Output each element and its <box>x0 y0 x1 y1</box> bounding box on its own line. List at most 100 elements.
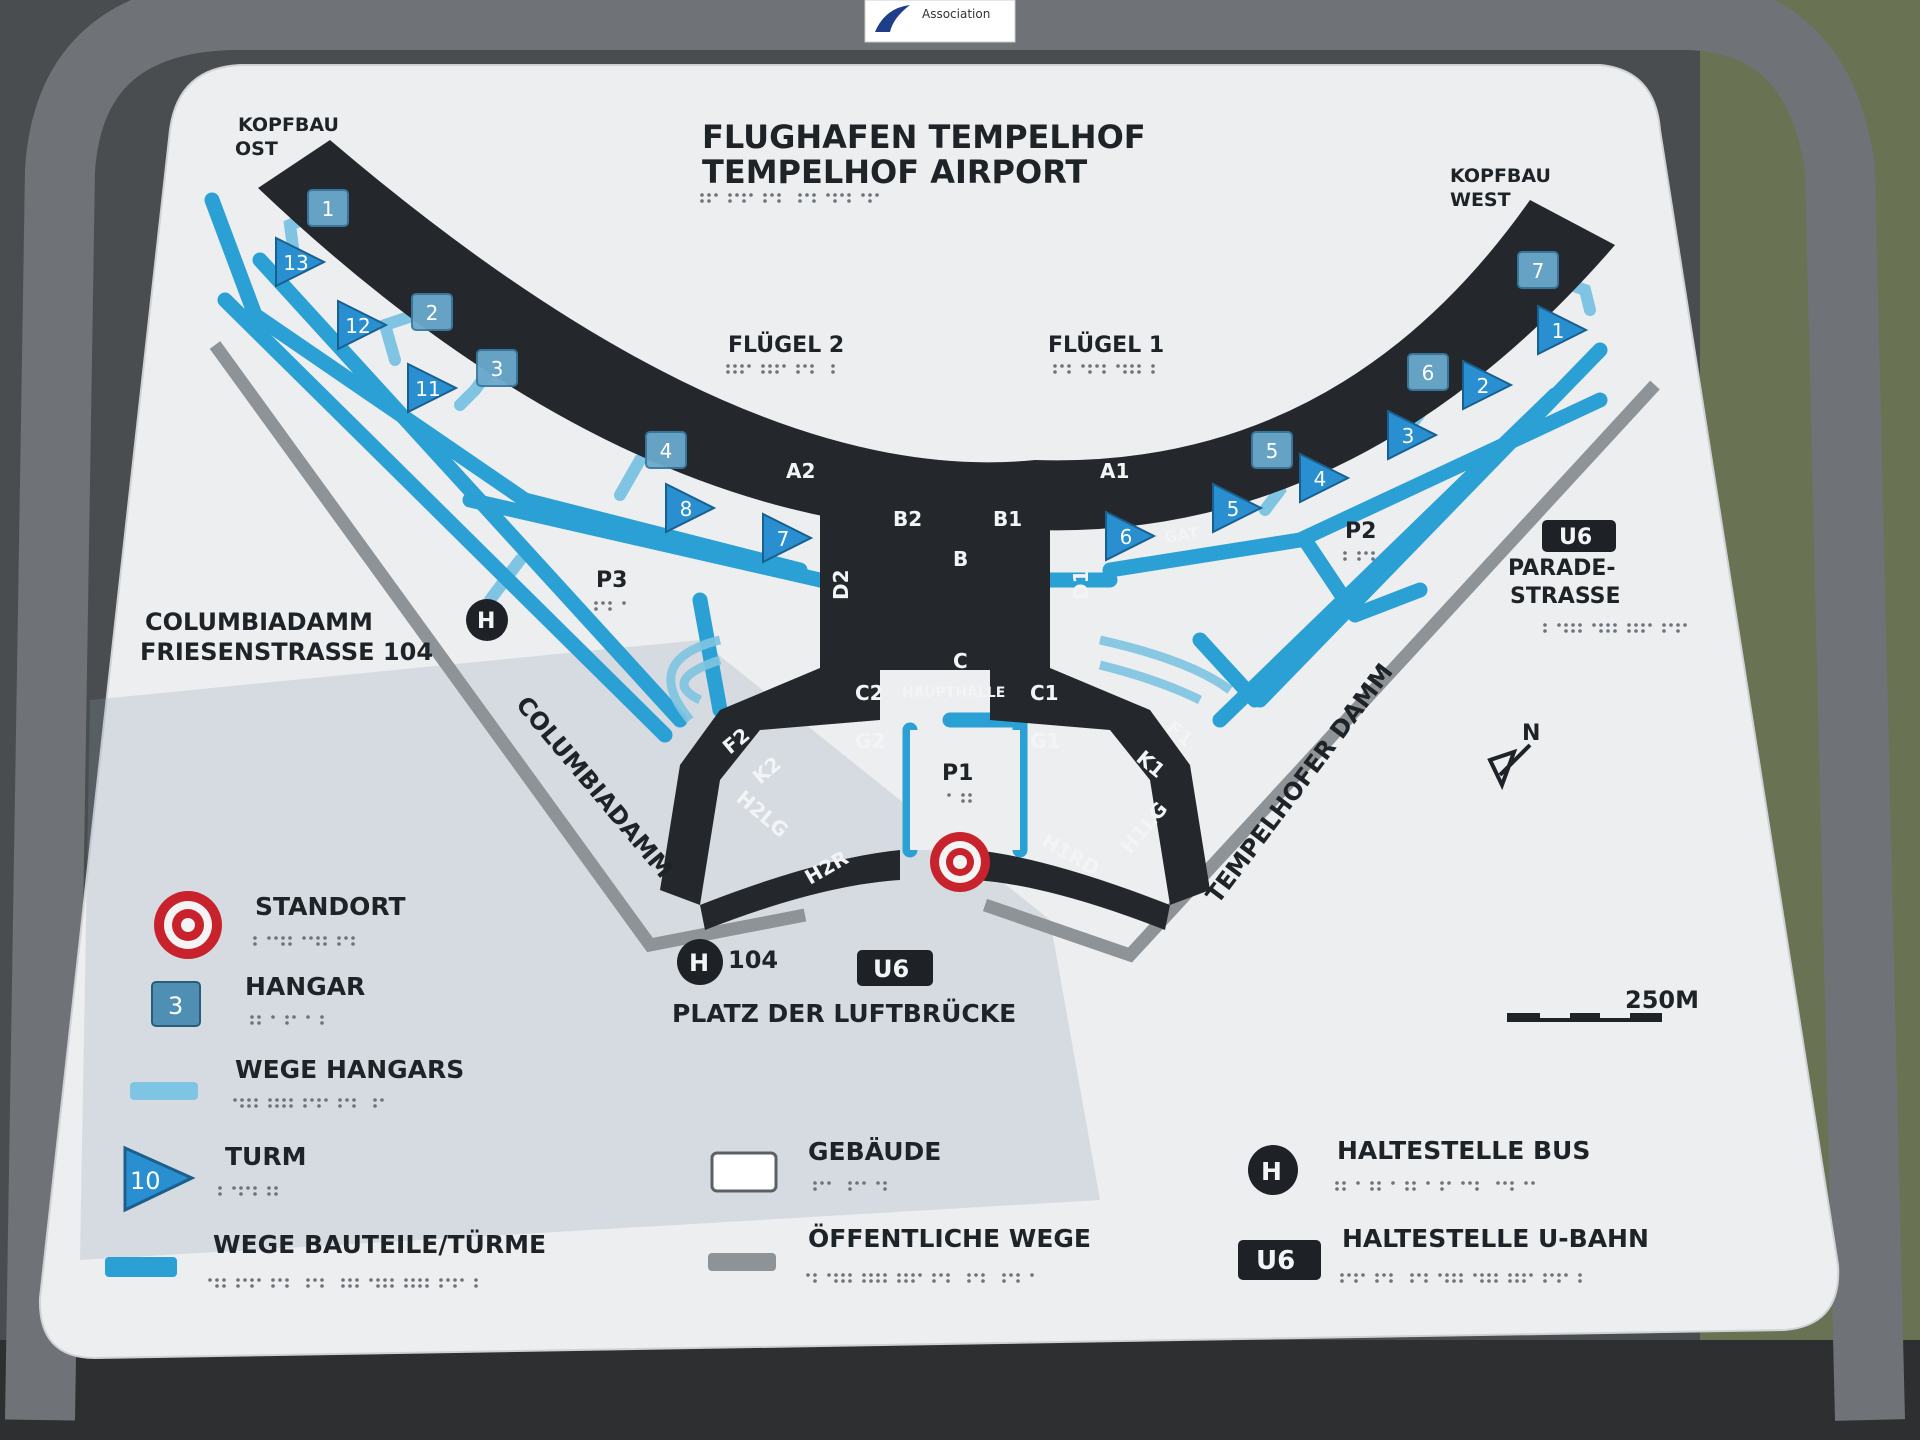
tower-marker: 6 <box>1105 510 1157 562</box>
street-platz-der-luftbruecke: PLATZ DER LUFTBRÜCKE <box>672 998 1016 1028</box>
tower-marker: 4 <box>1299 452 1351 504</box>
tower-label: 4 <box>1314 467 1327 491</box>
label-gat: GAT <box>1163 523 1201 547</box>
tower-marker: 12 <box>337 299 389 351</box>
street-columbiadamm-line1: COLUMBIADAMM <box>145 608 373 636</box>
legend-turm-sample: 10 <box>130 1167 161 1195</box>
hangar-label: 3 <box>491 357 504 381</box>
legend-oeffentliche-label: ÖFFENTLICHE WEGE <box>808 1223 1091 1253</box>
tower-label: 12 <box>345 314 370 338</box>
tower-marker: 7 <box>762 512 814 564</box>
hangar-label: 5 <box>1266 439 1279 463</box>
street-friesenstrasse-line2: FRIESENSTRASSE 104 <box>140 638 433 666</box>
hangar-marker: 4 <box>645 431 687 469</box>
label-b2: B2 <box>893 507 922 531</box>
hangar-marker: 2 <box>411 293 453 331</box>
legend-standort-icon <box>154 891 222 959</box>
street-parade-line2: STRASSE <box>1510 584 1621 609</box>
street-parade-line1: PARADE- <box>1508 556 1616 581</box>
ubahn-platz-marker <box>857 950 933 986</box>
tower-label: 11 <box>415 377 440 401</box>
legend-standort-label: STANDORT <box>255 892 406 921</box>
terminal-south-wing-left <box>660 668 880 905</box>
tower-marker: 5 <box>1212 482 1264 534</box>
tower-marker: 8 <box>665 482 717 534</box>
legend-public-path-icon <box>708 1253 776 1271</box>
hangar-label: 2 <box>426 301 439 325</box>
terminal-center-block <box>820 498 1050 670</box>
hangar-marker: 1 <box>307 189 349 227</box>
label-b1: B1 <box>993 507 1022 531</box>
scale-bar <box>1507 1013 1662 1022</box>
legend-ubahn-icon <box>1238 1240 1321 1280</box>
road-columbiadamm <box>209 341 807 953</box>
ubahn-paradestrasse-label: U6 <box>1559 525 1592 550</box>
wing-2-label: FLÜGEL 2 <box>728 332 844 358</box>
tower-marker: 11 <box>407 362 459 414</box>
legend-turm-icon <box>123 1145 196 1213</box>
label-g1: G1 <box>1030 729 1060 753</box>
legend-hangar-sample: 3 <box>168 992 183 1020</box>
tower-marker: 2 <box>1462 359 1514 411</box>
north-arrow-icon <box>1487 743 1532 791</box>
label-a1: A1 <box>1100 459 1129 483</box>
tower-label: 5 <box>1227 497 1240 521</box>
legend-building-path-icon <box>105 1257 177 1277</box>
ubahn-paradestrasse-marker <box>1542 520 1616 552</box>
title-line2: TEMPELHOF AIRPORT <box>702 153 1087 191</box>
label-c2: C2 <box>855 681 884 705</box>
title-line1: FLUGHAFEN TEMPELHOF <box>702 118 1146 156</box>
standort-marker <box>930 832 990 892</box>
terminal-south-arc-right <box>975 850 1170 930</box>
badge-text: Association <box>922 7 990 21</box>
hangar-marker: 3 <box>476 349 518 387</box>
terminal-south-wing-right <box>990 668 1210 905</box>
kopfbau-ost-line2: OST <box>235 138 278 160</box>
label-d1: D1 <box>1069 569 1093 600</box>
legend-bus-icon <box>1248 1145 1298 1195</box>
hangar-marker: 6 <box>1407 353 1449 391</box>
sun-shadow <box>80 640 1100 1260</box>
legend-bus-letter: H <box>1261 1157 1282 1186</box>
legend-gebaeude-icon <box>710 1151 778 1193</box>
braille-dot-rows <box>208 193 1687 1288</box>
hangar-marker: 5 <box>1251 431 1293 469</box>
tower-label: 7 <box>777 527 790 551</box>
bus-stop-columbiadamm-letter: H <box>477 609 495 634</box>
label-a2: A2 <box>786 459 815 483</box>
parking-p1: P1 <box>942 761 973 786</box>
legend-turm-label: TURM <box>225 1142 306 1171</box>
kopfbau-west-line2: WEST <box>1450 189 1511 211</box>
legend-ubahn-label: HALTESTELLE U-BAHN <box>1342 1224 1649 1253</box>
label-c1: C1 <box>1030 681 1059 705</box>
parking-p3: P3 <box>596 568 627 593</box>
legend-hangar-icon <box>151 981 201 1027</box>
label-g2: G2 <box>855 729 885 753</box>
tower-label: 8 <box>680 497 693 521</box>
label-haupthalle: HAUPTHALLE <box>902 685 1005 701</box>
tower-marker: 3 <box>1387 409 1439 461</box>
parking-p2: P2 <box>1345 519 1376 544</box>
bus-stop-platz-letter: H <box>689 949 709 977</box>
legend-ubahn-text: U6 <box>1256 1246 1295 1276</box>
legend: STANDORT 3 HANGAR WEGE HANGARS 10 TURM W… <box>105 891 1649 1280</box>
kopfbau-west-line1: KOPFBAU <box>1450 165 1551 187</box>
wing-1-label: FLÜGEL 1 <box>1048 332 1164 358</box>
label-c: C <box>953 649 968 673</box>
hangar-label: 1 <box>322 197 335 221</box>
legend-wege-bauteile-label: WEGE BAUTEILE/TÜRME <box>213 1229 546 1259</box>
kopfbau-ost-line1: KOPFBAU <box>238 114 339 136</box>
bus-line-number: 104 <box>728 946 778 974</box>
road-tempelhofer-damm <box>982 380 1660 963</box>
hangar-label: 6 <box>1422 361 1435 385</box>
tower-marker: 1 <box>1537 304 1589 356</box>
north-label: N <box>1522 721 1540 746</box>
legend-hangar-label: HANGAR <box>245 972 365 1001</box>
tower-label: 2 <box>1477 374 1490 398</box>
terminal-south-arc-left <box>700 850 900 930</box>
association-logo-icon <box>875 5 910 32</box>
